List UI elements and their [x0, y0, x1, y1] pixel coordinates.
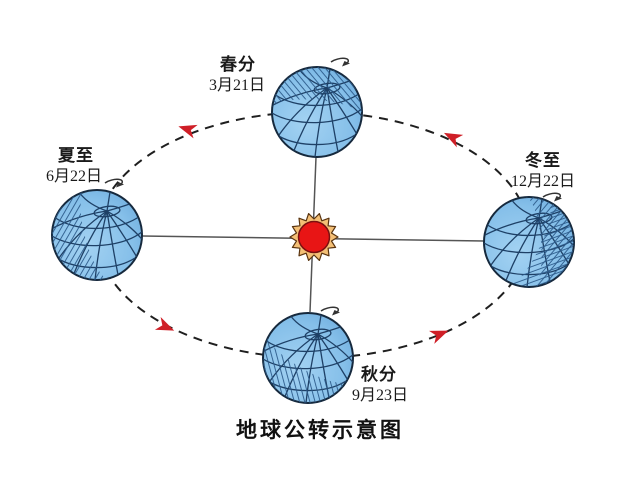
diagram-title: 地球公转示意图 — [236, 418, 404, 442]
label-winter-solstice: 冬至 — [525, 150, 561, 170]
earth-globe-spring-equinox — [271, 63, 366, 158]
rotation-arrow-icon — [320, 306, 341, 317]
revolution-arrow-icon — [176, 119, 198, 139]
earth-globe-autumn-equinox — [246, 312, 354, 420]
earth-globe-winter-solstice — [483, 193, 588, 301]
date-spring-equinox: 3月21日 — [209, 77, 265, 94]
label-autumn-equinox: 秋分 — [361, 364, 397, 384]
rotation-arrow-icon — [330, 57, 351, 68]
date-winter-solstice: 12月22日 — [511, 173, 575, 190]
label-summer-solstice: 夏至 — [58, 146, 94, 165]
sun-icon — [289, 213, 339, 261]
label-spring-equinox: 春分 — [220, 54, 256, 74]
revolution-arrow-icon — [429, 324, 451, 344]
date-autumn-equinox: 9月23日 — [352, 387, 408, 404]
date-summer-solstice: 6月22日 — [46, 168, 102, 185]
earth-globe-summer-solstice — [41, 189, 143, 291]
